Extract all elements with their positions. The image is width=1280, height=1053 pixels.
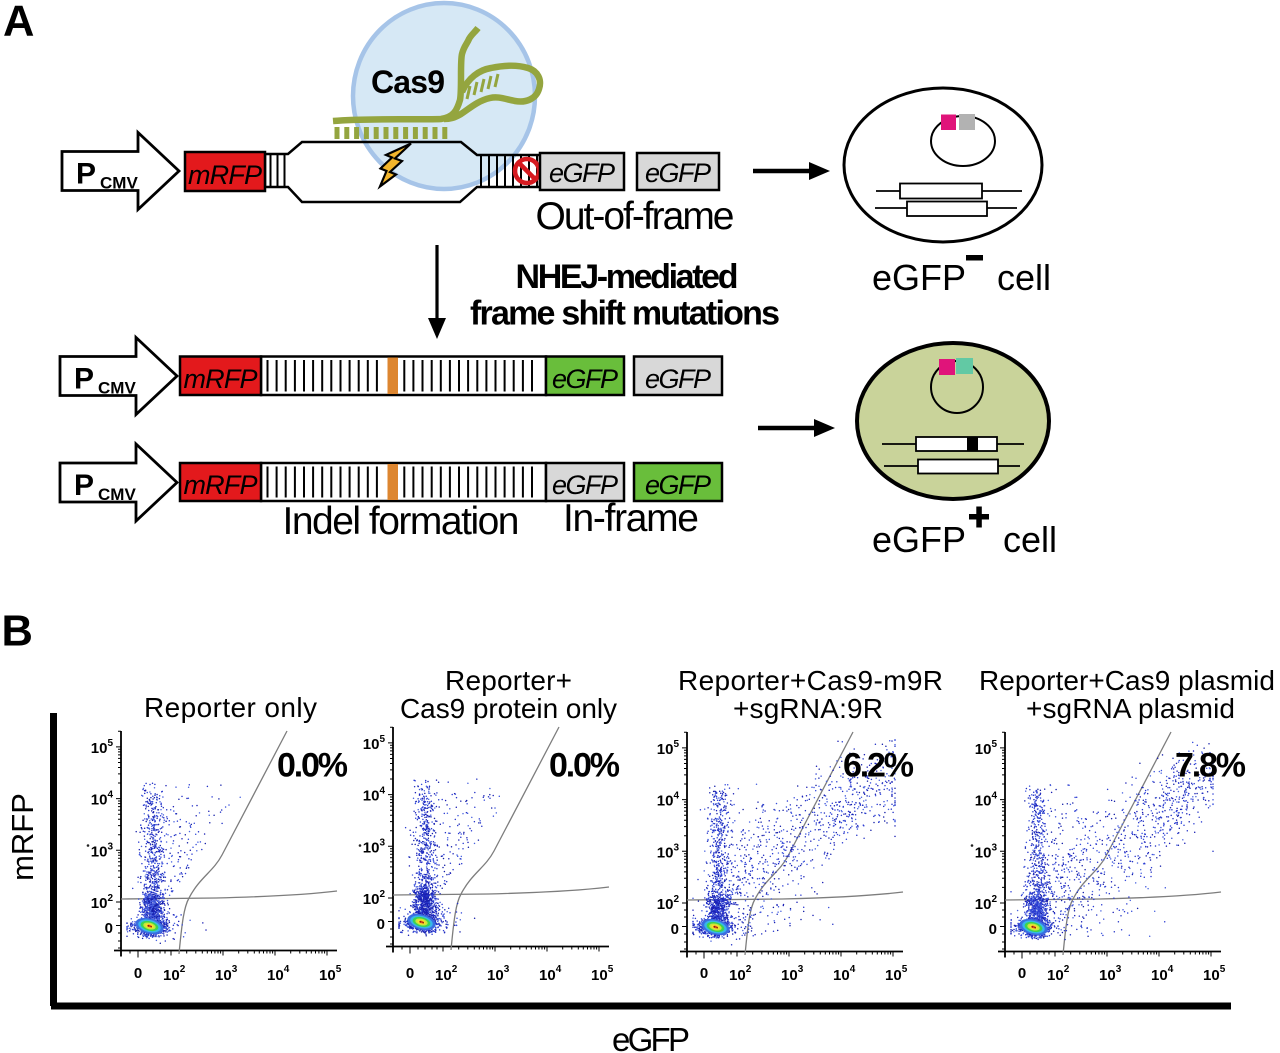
- svg-text:CMV: CMV: [100, 174, 138, 193]
- svg-text:eGFP: eGFP: [552, 364, 618, 394]
- svg-text:Reporter only: Reporter only: [144, 692, 317, 723]
- svg-text:0.0%: 0.0%: [549, 747, 620, 785]
- svg-text:0: 0: [700, 965, 708, 982]
- svg-text:+sgRNA plasmid: +sgRNA plasmid: [1026, 693, 1235, 724]
- svg-text:CMV: CMV: [98, 485, 136, 504]
- svg-text:0: 0: [671, 921, 679, 938]
- svg-text:Out-of-frame: Out-of-frame: [536, 195, 735, 238]
- svg-text:mRFP: mRFP: [188, 160, 262, 190]
- svg-text:0.0%: 0.0%: [277, 747, 348, 785]
- svg-text:0: 0: [105, 920, 113, 937]
- svg-text:Indel formation: Indel formation: [283, 500, 520, 543]
- svg-text:cell: cell: [1003, 519, 1057, 560]
- svg-text:eGFP: eGFP: [645, 364, 711, 394]
- svg-text:A: A: [3, 0, 34, 46]
- svg-text:Cas9 protein only: Cas9 protein only: [400, 693, 617, 724]
- svg-text:Reporter+Cas9 plasmid: Reporter+Cas9 plasmid: [979, 665, 1275, 696]
- svg-text:mRFP: mRFP: [184, 364, 258, 394]
- svg-text:In-frame: In-frame: [563, 497, 699, 540]
- svg-text:7.8%: 7.8%: [1175, 747, 1246, 785]
- svg-text:eGFP: eGFP: [645, 470, 711, 500]
- svg-text:0: 0: [134, 965, 142, 982]
- svg-text:B: B: [2, 608, 33, 656]
- svg-text:eGFP: eGFP: [645, 158, 711, 188]
- svg-text:eGFP: eGFP: [549, 158, 615, 188]
- svg-text:frame shift mutations: frame shift mutations: [470, 295, 780, 333]
- svg-text:0: 0: [377, 916, 385, 933]
- svg-text:0: 0: [406, 965, 414, 982]
- svg-text:NHEJ-mediated: NHEJ-mediated: [516, 258, 739, 296]
- svg-text:0: 0: [1018, 965, 1026, 982]
- svg-text:eGFP: eGFP: [552, 470, 618, 500]
- svg-text:+sgRNA:9R: +sgRNA:9R: [733, 693, 883, 724]
- svg-text:eGFP: eGFP: [872, 257, 966, 298]
- svg-text:P: P: [74, 469, 94, 502]
- svg-text:CMV: CMV: [98, 379, 136, 398]
- svg-text:0: 0: [989, 921, 997, 938]
- svg-text:6.2%: 6.2%: [843, 747, 914, 785]
- svg-text:mRFP: mRFP: [184, 470, 258, 500]
- svg-text:P: P: [76, 158, 96, 191]
- svg-text:mRFP: mRFP: [5, 793, 40, 881]
- svg-text:cell: cell: [997, 257, 1051, 298]
- svg-text:Reporter+Cas9-m9R: Reporter+Cas9-m9R: [678, 665, 943, 696]
- svg-text:eGFP: eGFP: [612, 1021, 690, 1053]
- svg-text:Reporter+: Reporter+: [445, 665, 572, 696]
- svg-text:P: P: [74, 363, 94, 396]
- svg-text:eGFP: eGFP: [872, 519, 966, 560]
- svg-text:Cas9: Cas9: [371, 64, 445, 100]
